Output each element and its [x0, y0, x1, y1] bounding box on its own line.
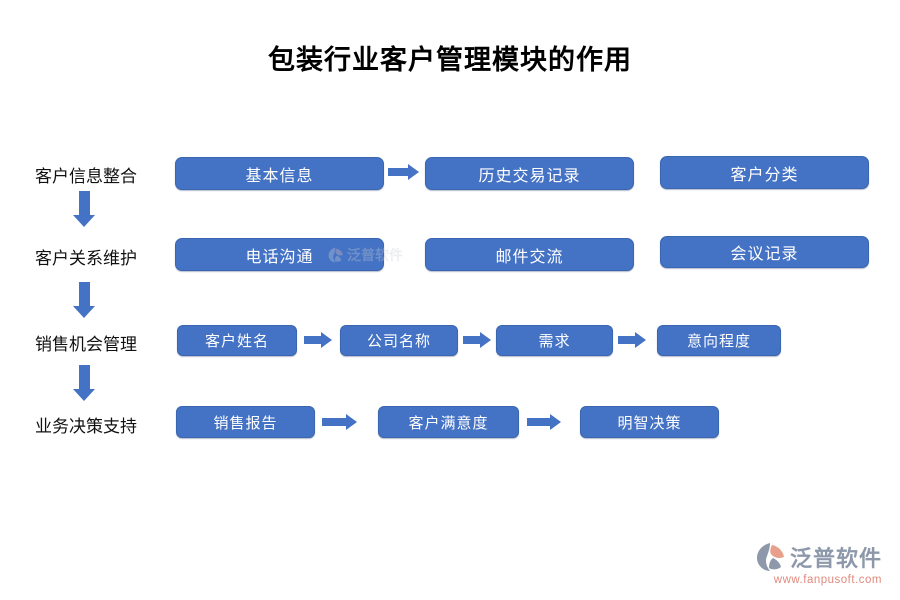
node-meeting-records: 会议记录	[660, 236, 869, 268]
row-label-decision-support: 业务决策支持	[35, 417, 137, 436]
down-arrow-icon	[73, 365, 95, 401]
brand-name: 泛普软件	[789, 546, 882, 571]
node-intention-level: 意向程度	[657, 325, 781, 356]
node-phone-communication: 电话沟通	[175, 238, 384, 271]
right-arrow-icon	[527, 414, 561, 430]
node-requirement: 需求	[496, 325, 613, 356]
right-arrow-icon	[304, 332, 332, 348]
right-arrow-icon	[388, 164, 419, 180]
footer-brand: 泛普软件 www.fanpusoft.com	[756, 541, 882, 586]
node-basic-info: 基本信息	[175, 157, 384, 190]
right-arrow-icon	[463, 332, 491, 348]
node-customer-name: 客户姓名	[177, 325, 297, 356]
node-customer-category: 客户分类	[660, 156, 869, 189]
right-arrow-icon	[322, 414, 357, 430]
down-arrow-icon	[73, 282, 95, 318]
down-arrow-icon	[73, 191, 95, 227]
node-customer-satisfaction: 客户满意度	[378, 406, 519, 438]
node-history-records: 历史交易记录	[425, 157, 634, 190]
node-sales-report: 销售报告	[176, 406, 315, 438]
brand-url: www.fanpusoft.com	[773, 574, 882, 586]
row-label-relationship: 客户关系维护	[35, 249, 137, 268]
node-company-name: 公司名称	[340, 325, 458, 356]
node-wise-decision: 明智决策	[580, 406, 719, 438]
row-label-customer-info: 客户信息整合	[35, 167, 137, 186]
fanpu-logo-icon	[756, 543, 784, 571]
page-title: 包装行业客户管理模块的作用	[268, 45, 632, 75]
node-email-exchange: 邮件交流	[425, 238, 634, 271]
right-arrow-icon	[618, 332, 646, 348]
row-label-sales-opportunity: 销售机会管理	[35, 335, 137, 354]
